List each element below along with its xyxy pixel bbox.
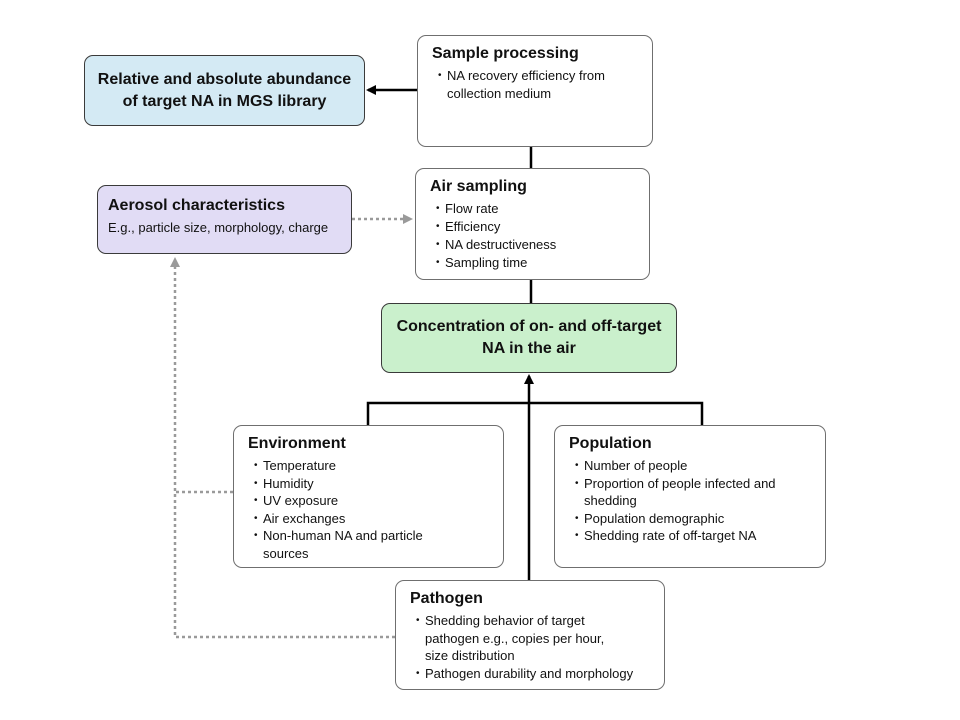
population-item: Proportion of people infected and sheddi… [575, 475, 806, 510]
air-sampling-list: Flow rate Efficiency NA destructiveness … [430, 200, 637, 272]
population-title: Population [569, 435, 652, 452]
pathogen-list: Shedding behavior of target pathogen e.g… [410, 612, 652, 682]
air-sampling-title: Air sampling [430, 178, 527, 195]
population-item: Shedding rate of off-target NA [575, 527, 813, 545]
pathogen-item: Shedding behavior of target pathogen e.g… [416, 612, 630, 665]
abundance-title: Relative and absolute abundance of targe… [97, 70, 352, 110]
sample-processing-list: NA recovery efficiency from collection m… [432, 67, 640, 102]
environment-title: Environment [248, 435, 346, 452]
environment-list: Temperature Humidity UV exposure Air exc… [248, 457, 491, 562]
pathogen-item: Pathogen durability and morphology [416, 665, 652, 683]
environment-item: Air exchanges [254, 510, 491, 528]
aerosol-subtitle: E.g., particle size, morphology, charge [108, 220, 329, 235]
concentration-title: Concentration of on- and off-target NA i… [396, 318, 662, 357]
air-sampling-box: Air sampling Flow rate Efficiency NA des… [415, 168, 650, 280]
environment-item: Temperature [254, 457, 491, 475]
aerosol-box: Aerosol characteristics E.g., particle s… [97, 185, 352, 254]
environment-item: Humidity [254, 475, 491, 493]
sample-processing-item: NA recovery efficiency from collection m… [438, 67, 640, 102]
population-item: Number of people [575, 457, 813, 475]
air-sampling-item: Efficiency [436, 218, 637, 236]
sample-processing-title: Sample processing [432, 45, 579, 62]
air-sampling-item: NA destructiveness [436, 236, 637, 254]
pathogen-title: Pathogen [410, 590, 483, 607]
population-box: Population Number of people Proportion o… [554, 425, 826, 568]
sample-processing-box: Sample processing NA recovery efficiency… [417, 35, 653, 147]
environment-item: UV exposure [254, 492, 491, 510]
aerosol-title: Aerosol characteristics [108, 197, 285, 214]
air-sampling-item: Flow rate [436, 200, 637, 218]
environment-box: Environment Temperature Humidity UV expo… [233, 425, 504, 568]
concentration-box: Concentration of on- and off-target NA i… [381, 303, 677, 373]
population-item: Population demographic [575, 510, 813, 528]
environment-item: Non-human NA and particle sources [254, 527, 448, 562]
pathogen-box: Pathogen Shedding behavior of target pat… [395, 580, 665, 690]
population-list: Number of people Proportion of people in… [569, 457, 813, 545]
abundance-box: Relative and absolute abundance of targe… [84, 55, 365, 126]
bracket-environment-population [366, 401, 704, 425]
air-sampling-item: Sampling time [436, 254, 637, 272]
